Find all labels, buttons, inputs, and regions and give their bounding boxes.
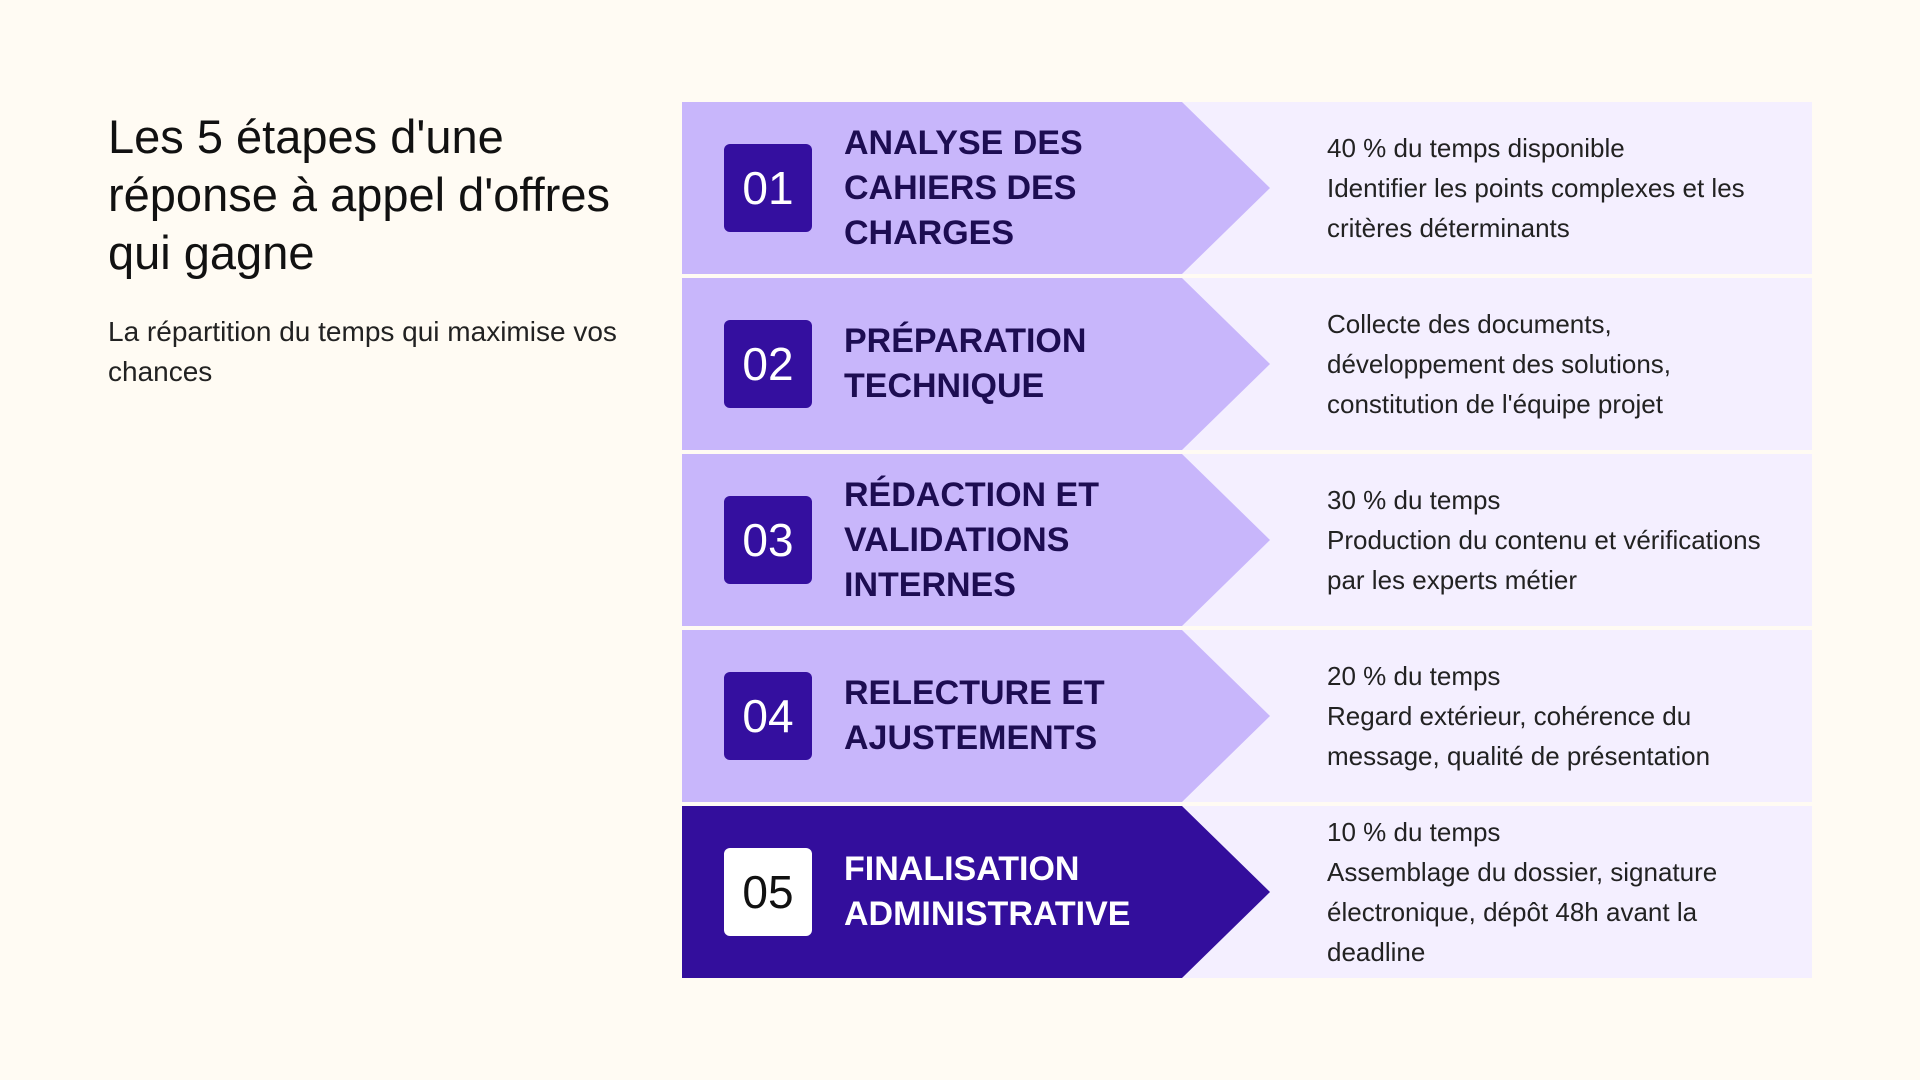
step-number-badge: 05 xyxy=(724,848,812,936)
step-description: 20 % du temps Regard extérieur, cohérenc… xyxy=(1327,661,1711,771)
step-number-badge: 01 xyxy=(724,144,812,232)
step-01: 01 ANALYSE DES CAHIERS DES CHARGES 40 % … xyxy=(682,102,1812,274)
step-title: RELECTURE ET AJUSTEMENTS xyxy=(844,674,1105,757)
step-title: FINALISATION ADMINISTRATIVE xyxy=(844,850,1131,933)
step-number-badge: 02 xyxy=(724,320,812,408)
step-description: 10 % du temps Assemblage du dossier, sig… xyxy=(1327,817,1718,967)
step-description: 40 % du temps disponible Identifier les … xyxy=(1327,133,1745,243)
page-subtitle: La répartition du temps qui maximise vos… xyxy=(108,316,617,387)
step-title: RÉDACTION ET VALIDATIONS INTERNES xyxy=(844,475,1099,604)
step-description: Collecte des documents, développement de… xyxy=(1327,309,1672,419)
step-05: 05 FINALISATION ADMINISTRATIVE 10 % du t… xyxy=(682,806,1812,978)
intro-panel: Les 5 étapes d'une réponse à appel d'off… xyxy=(108,108,628,392)
step-title: ANALYSE DES CAHIERS DES CHARGES xyxy=(844,123,1083,252)
step-title: PRÉPARATION TECHNIQUE xyxy=(844,322,1087,405)
step-04: 04 RELECTURE ET AJUSTEMENTS 20 % du temp… xyxy=(682,630,1812,802)
step-number-badge: 04 xyxy=(724,672,812,760)
step-number-badge: 03 xyxy=(724,496,812,584)
steps-list: 01 ANALYSE DES CAHIERS DES CHARGES 40 % … xyxy=(682,102,1812,982)
page-title: Les 5 étapes d'une réponse à appel d'off… xyxy=(108,110,610,279)
step-03: 03 RÉDACTION ET VALIDATIONS INTERNES 30 … xyxy=(682,454,1812,626)
step-02: 02 PRÉPARATION TECHNIQUE Collecte des do… xyxy=(682,278,1812,450)
step-description: 30 % du temps Production du contenu et v… xyxy=(1327,485,1761,595)
